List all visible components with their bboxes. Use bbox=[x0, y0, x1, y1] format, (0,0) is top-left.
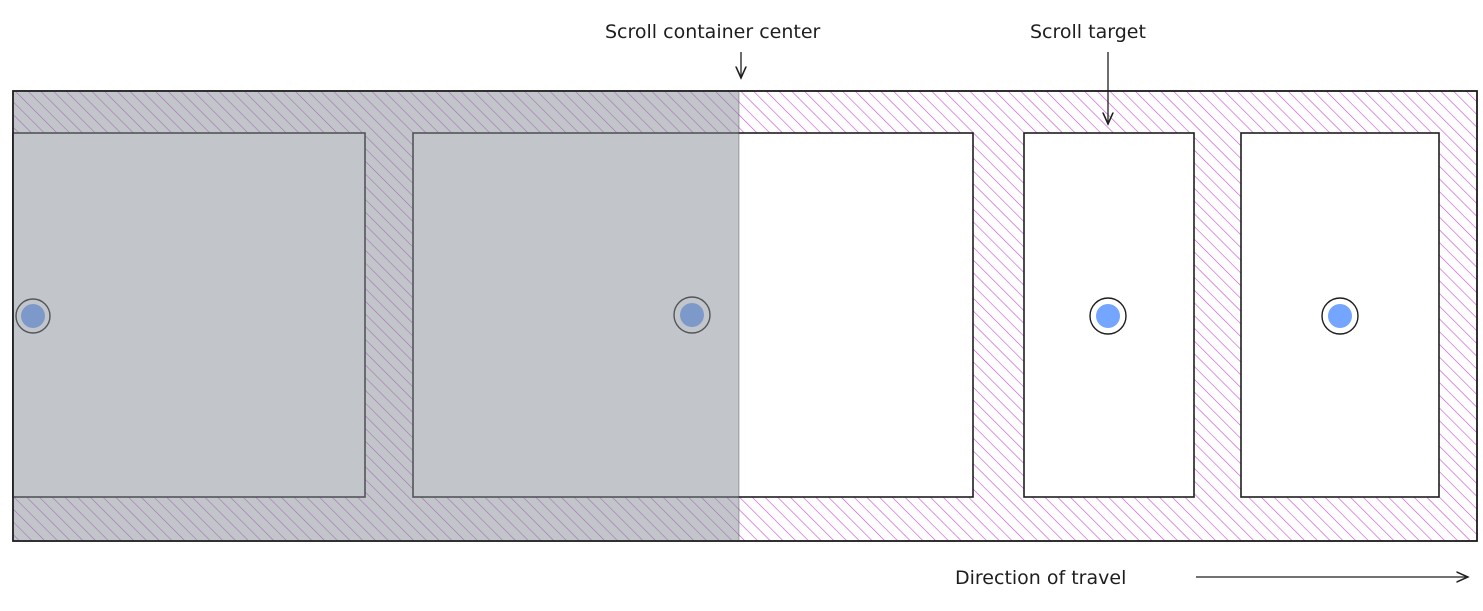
scroll-container-outline bbox=[12, 90, 1478, 542]
snap-point-4 bbox=[1321, 297, 1359, 335]
direction-of-travel-label: Direction of travel bbox=[955, 567, 1126, 589]
scroll-target-label: Scroll target bbox=[1030, 21, 1146, 43]
scrolled-past-overlay bbox=[13, 91, 739, 541]
snap-point-3 bbox=[1089, 297, 1127, 335]
scroll-container-center-label: Scroll container center bbox=[605, 21, 821, 43]
